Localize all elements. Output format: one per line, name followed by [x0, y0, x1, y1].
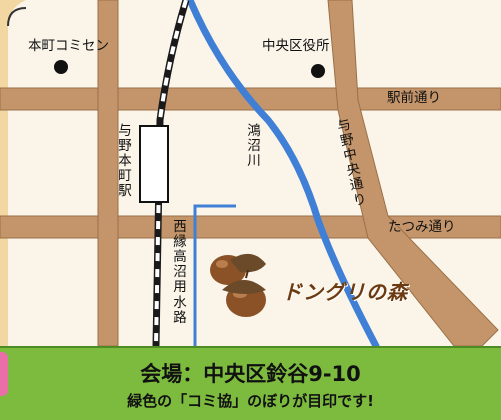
station-building — [139, 125, 169, 203]
roads — [0, 0, 501, 347]
road-label-tatsumi-dori: たつみ通り — [388, 219, 456, 235]
venue-address: 会場：中央区鈴谷9-10 — [140, 362, 361, 386]
river-konuma — [186, 0, 380, 350]
railway-saikyo — [152, 0, 190, 347]
venue-name: ドングリの森 — [282, 280, 408, 304]
waterway-label: 西縁高沼用水路 — [173, 219, 187, 326]
station-label: 与野本町駅 — [118, 123, 132, 200]
map-top-border — [7, 7, 27, 27]
landmark-label-chuo-ward-office: 中央区役所 — [262, 38, 330, 54]
landmark-dot-icon — [54, 60, 68, 74]
waterway-nishiberi — [193, 204, 236, 346]
footer-banner: 会場：中央区鈴谷9-10 緑色の「コミ協」のぼりが目印です! — [0, 346, 501, 420]
river-label: 鴻沼川 — [247, 123, 261, 170]
landmark-dot-icon — [311, 64, 325, 78]
venue-note: 緑色の「コミ協」のぼりが目印です! — [127, 392, 374, 410]
acorn-icon — [210, 253, 266, 317]
decorative-pink-tab — [0, 352, 8, 396]
road-label-ekimae-dori: 駅前通り — [387, 90, 441, 106]
map-paper — [0, 0, 501, 346]
landmark-label-honcho-komisen: 本町コミセン — [28, 38, 109, 54]
road-yono-chuo-dori — [327, 0, 499, 347]
